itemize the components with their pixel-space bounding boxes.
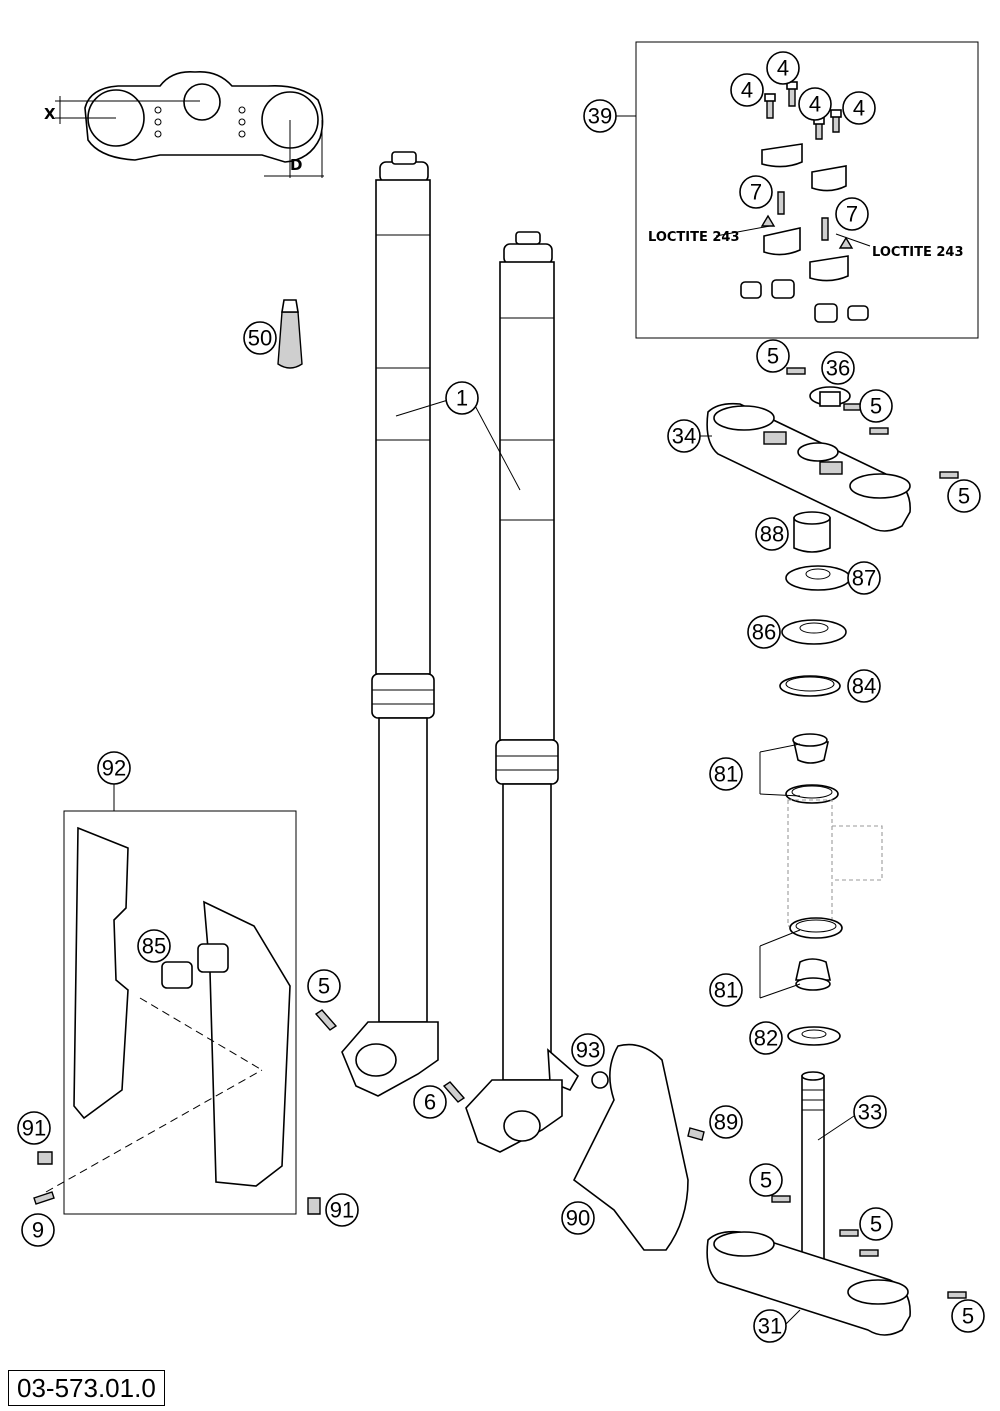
clamp-kit-parts: LOCTITE 243 LOCTITE 243: [648, 81, 964, 323]
svg-text:36: 36: [826, 356, 850, 381]
svg-text:5: 5: [318, 974, 330, 999]
lower-triple-clamp: [706, 1071, 967, 1336]
fork-leg-left: [341, 151, 439, 1097]
svg-text:82: 82: [754, 1026, 778, 1051]
svg-text:34: 34: [672, 424, 696, 449]
svg-text:85: 85: [142, 934, 166, 959]
svg-text:1: 1: [456, 386, 468, 411]
clamp-kit-box: [635, 41, 979, 339]
callout-90: 90: [561, 1201, 595, 1235]
svg-text:91: 91: [22, 1116, 46, 1141]
callout-9: 9: [21, 1213, 55, 1247]
upper-triple-clamp: [706, 367, 959, 532]
callout-4c: 4: [798, 87, 832, 121]
callout-87: 87: [847, 561, 881, 595]
callout-5d: 5: [307, 969, 341, 1003]
svg-text:5: 5: [760, 1168, 772, 1193]
brake-disc-guard: [572, 1043, 705, 1251]
svg-text:93: 93: [576, 1038, 600, 1063]
svg-text:4: 4: [777, 56, 789, 81]
callout-5e: 5: [749, 1163, 783, 1197]
callout-84: 84: [847, 669, 881, 703]
svg-text:87: 87: [852, 566, 876, 591]
svg-text:31: 31: [758, 1314, 782, 1339]
svg-text:4: 4: [809, 92, 821, 117]
callout-93: 93: [571, 1033, 605, 1067]
svg-text:92: 92: [102, 756, 126, 781]
loctite-note-right: LOCTITE 243: [872, 245, 964, 260]
svg-text:9: 9: [32, 1218, 44, 1243]
callout-86: 86: [747, 615, 781, 649]
callout-6: 6: [413, 1085, 447, 1119]
fork-leg-right: [465, 231, 580, 1153]
callout-82: 82: [749, 1021, 783, 1055]
svg-text:91: 91: [330, 1198, 354, 1223]
callout-88: 88: [755, 517, 789, 551]
svg-text:50: 50: [248, 326, 272, 351]
callout-36: 36: [821, 351, 855, 385]
svg-text:81: 81: [714, 762, 738, 787]
svg-text:88: 88: [760, 522, 784, 547]
loctite-note-left: LOCTITE 243: [648, 230, 740, 245]
callout-81b: 81: [709, 973, 743, 1007]
grease-tube: [277, 311, 303, 369]
svg-text:4: 4: [741, 78, 753, 103]
svg-text:89: 89: [714, 1110, 738, 1135]
triple-clamp-dimension-view: X D: [44, 70, 324, 178]
svg-text:7: 7: [750, 180, 762, 205]
callout-91b: 91: [325, 1193, 359, 1227]
svg-text:5: 5: [870, 394, 882, 419]
callout-7b: 7: [835, 197, 869, 231]
diagram-code-label: 03-573.01.0: [8, 1370, 165, 1406]
callout-5g: 5: [951, 1299, 985, 1333]
callout-34: 34: [667, 419, 701, 453]
svg-text:5: 5: [870, 1212, 882, 1237]
callout-1: 1: [445, 381, 479, 415]
callout-81a: 81: [709, 757, 743, 791]
callout-5c: 5: [947, 479, 981, 513]
dimension-x-label: X: [44, 105, 56, 123]
callout-5a: 5: [756, 339, 790, 373]
leader-lines: [113, 115, 855, 1325]
svg-text:33: 33: [858, 1100, 882, 1125]
callout-31: 31: [753, 1309, 787, 1343]
svg-text:6: 6: [424, 1090, 436, 1115]
svg-text:5: 5: [767, 344, 779, 369]
callout-89: 89: [709, 1105, 743, 1139]
callout-33: 33: [853, 1095, 887, 1129]
callout-4a: 4: [730, 73, 764, 107]
svg-text:7: 7: [846, 202, 858, 227]
fork-protectors: [33, 826, 321, 1215]
fork-protector-box: [63, 810, 297, 1215]
bolt-6: [442, 1081, 466, 1103]
svg-text:90: 90: [566, 1206, 590, 1231]
callout-4b: 4: [766, 51, 800, 85]
bolt-5-lower-left: [314, 1009, 338, 1031]
callout-4d: 4: [842, 91, 876, 125]
callout-50: 50: [243, 321, 277, 355]
callout-39: 39: [583, 99, 617, 133]
svg-text:81: 81: [714, 978, 738, 1003]
svg-text:4: 4: [853, 96, 865, 121]
callout-92: 92: [97, 751, 131, 785]
callout-85: 85: [137, 929, 171, 963]
callout-91a: 91: [17, 1111, 51, 1145]
svg-text:5: 5: [958, 484, 970, 509]
svg-text:84: 84: [852, 674, 876, 699]
callout-7a: 7: [739, 175, 773, 209]
svg-text:39: 39: [588, 104, 612, 129]
svg-text:5: 5: [962, 1304, 974, 1329]
steering-bearing-stack: [759, 511, 883, 1046]
callout-5b: 5: [859, 389, 893, 423]
svg-text:86: 86: [752, 620, 776, 645]
dimension-d-label: D: [290, 156, 302, 174]
callout-5f: 5: [859, 1207, 893, 1241]
